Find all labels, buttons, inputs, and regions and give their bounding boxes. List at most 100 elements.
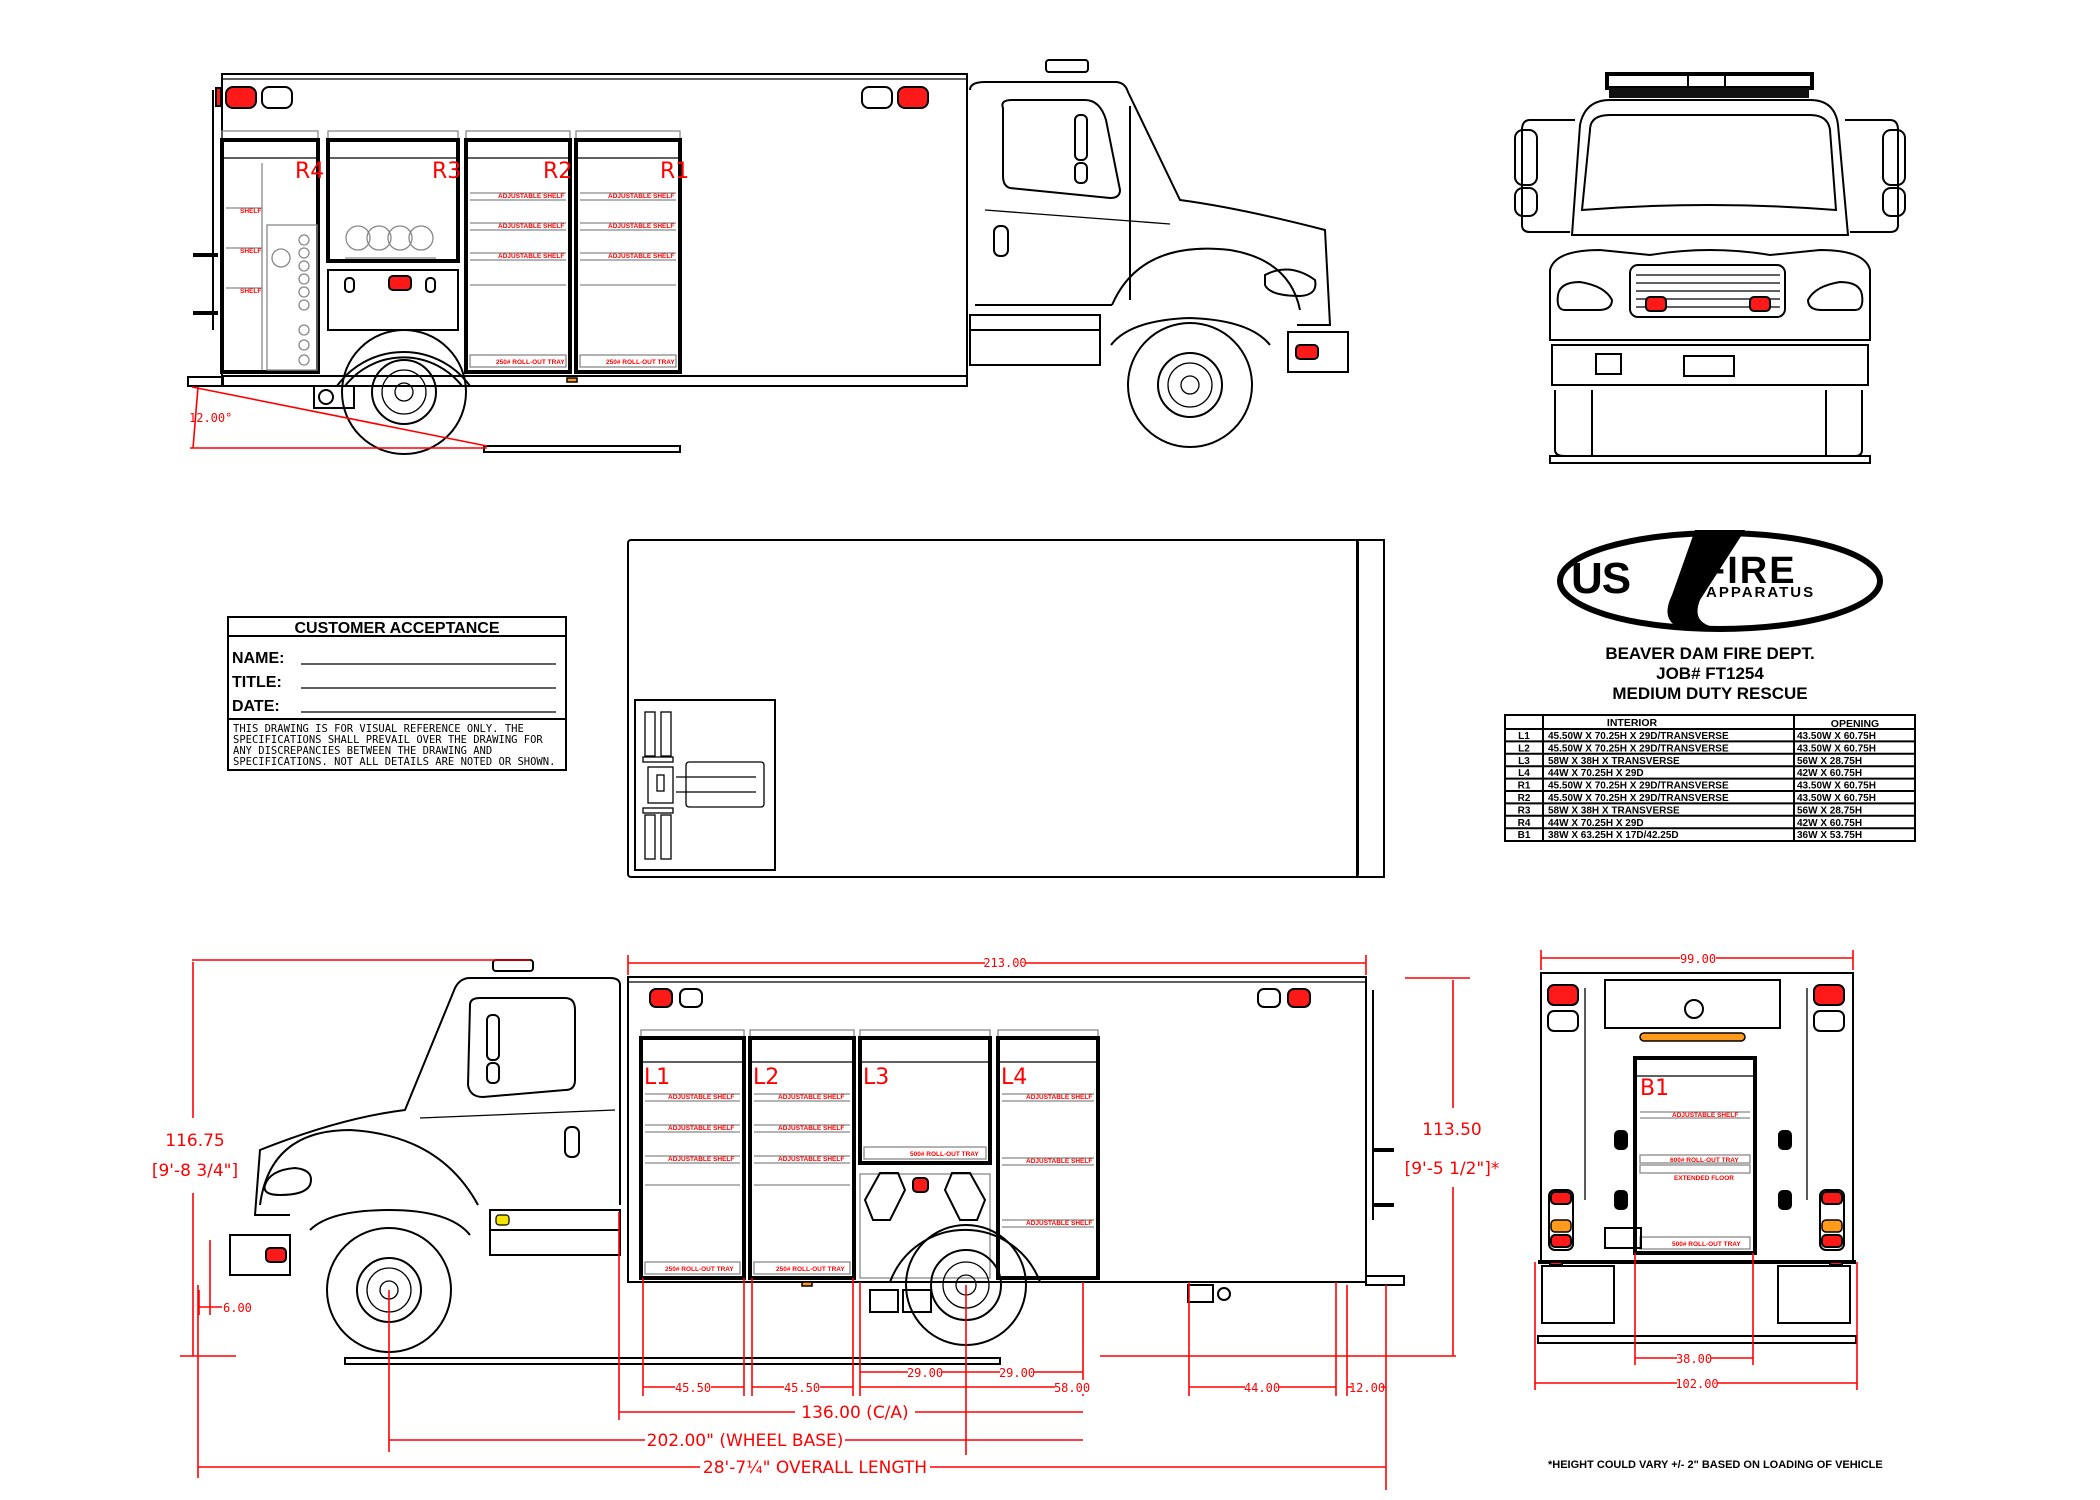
date-label: DATE: [232,698,280,715]
table-cell-id: B1 [1518,830,1531,841]
table-cell-opening: 42W X 60.75H [1797,768,1862,779]
roll-out-tray-label: 600# ROLL-OUT TRAY [1670,1157,1739,1164]
adjustable-shelf-label: ADJUSTABLE SHELF [778,1125,844,1132]
title-block: US FIRE APPARATUS BEAVER DAM FIRE DEPT. … [1504,530,1916,842]
ground-line [344,1357,1001,1365]
table-cell-opening: 43.50W X 60.75H [1797,743,1876,754]
mirror-icon [1882,187,1906,217]
apparatus-type: MEDIUM DUTY RESCUE [1612,684,1807,703]
front-view [1514,72,1906,464]
overall-length-dim: 28'-7¼" OVERALL LENGTH [703,1458,927,1478]
roll-out-tray-label: 250# ROLL-OUT TRAY [606,359,675,366]
l2-width-dim: 45.50 [784,1381,820,1395]
compartment-l3: 500# ROLL-OUT TRAY L3 [858,1029,992,1279]
left-side-view: ADJUSTABLE SHELF ADJUSTABLE SHELF ADJUST… [152,955,1500,1490]
adjustable-shelf-label: ADJUSTABLE SHELF [498,253,564,260]
compartment-label: R2 [543,159,572,184]
roll-out-tray-label: 500# ROLL-OUT TRAY [1672,1241,1741,1248]
adjustable-shelf-label: ADJUSTABLE SHELF [1026,1220,1092,1227]
title-label: TITLE: [232,674,282,691]
table-cell-interior: 38W X 63.25H X 17D/42.25D [1548,830,1679,841]
warning-light-icon [1813,984,1845,1006]
rear-step-dim: 12.00 [1349,1381,1385,1395]
adjustable-shelf-label: ADJUSTABLE SHELF [1026,1158,1092,1165]
table-cell-interior: 45.50W X 70.25H X 29D/TRANSVERSE [1548,793,1729,804]
l4-width-dim: 44.00 [1244,1381,1280,1395]
adjustable-shelf-label: ADJUSTABLE SHELF [608,193,674,200]
headlight-icon [1806,280,1864,311]
adjustable-shelf-label: ADJUSTABLE SHELF [498,193,564,200]
svg-text:12.00°: 12.00° [189,411,232,425]
table-cell-opening: 43.50W X 60.75H [1797,781,1876,792]
compartment-label: R4 [295,159,324,184]
compartment-l2: ADJUSTABLE SHELF ADJUSTABLE SHELF ADJUST… [748,1029,856,1280]
adjustable-shelf-label: ADJUSTABLE SHELF [1672,1112,1738,1119]
table-cell-opening: 56W X 28.75H [1797,756,1862,767]
adjustable-shelf-label: ADJUSTABLE SHELF [498,223,564,230]
compartment-r1: ADJUSTABLE SHELF ADJUSTABLE SHELF ADJUST… [574,130,689,374]
table-cell-opening: 36W X 53.75H [1797,830,1862,841]
wheel-base-dim: 202.00" (WHEEL BASE) [647,1431,844,1451]
height-footnote: *HEIGHT COULD VARY +/- 2" BASED ON LOADI… [1548,1459,1883,1471]
adjustable-shelf-label: ADJUSTABLE SHELF [778,1094,844,1101]
table-cell-id: R3 [1518,805,1531,816]
plan-view [627,539,1385,878]
headlight-icon [1556,280,1614,311]
disclaimer-line: SPECIFICATIONS. NOT ALL DETAILS ARE NOTE… [233,756,555,768]
scene-light-icon [261,86,293,109]
roll-out-tray-label: 500# ROLL-OUT TRAY [910,1151,979,1158]
table-cell-opening: 42W X 60.75H [1797,818,1862,829]
adjustable-shelf-label: ADJUSTABLE SHELF [608,223,674,230]
shelf-label: SHELF [240,288,261,295]
warning-light-icon [897,86,929,109]
body-height-ft-dim: [9'-5 1/2"]* [1405,1159,1500,1179]
table-cell-interior: 45.50W X 70.25H X 29D/TRANSVERSE [1548,743,1729,754]
table-cell-id: L1 [1518,731,1530,742]
headlight-icon [263,1166,312,1197]
wheel-half-rear-dim: 29.00 [999,1366,1035,1380]
table-cell-opening: 56W X 28.75H [1797,805,1862,816]
body-height-dim: 113.50 [1422,1120,1481,1140]
marker-light-icon [388,275,412,291]
roll-out-tray-label: 250# ROLL-OUT TRAY [496,359,565,366]
rear-body-width-dim: 99.00 [1680,952,1716,966]
customer-acceptance-title: CUSTOMER ACCEPTANCE [294,620,499,637]
table-cell-interior: 44W X 70.25H X 29D [1548,818,1644,829]
table-cell-id: R1 [1518,781,1531,792]
shelf-label: SHELF [240,208,261,215]
us-fire-apparatus-logo: US FIRE APPARATUS [1557,530,1883,632]
table-cell-id: R2 [1518,793,1531,804]
scene-light-icon [679,988,703,1008]
cab-to-axle-dim: 136.00 (C/A) [801,1403,908,1423]
warning-light-icon [225,86,257,109]
compartment-label: R1 [660,159,689,184]
door-handle-icon [564,1126,580,1158]
bumper-dim: 6.00 [223,1301,252,1315]
ground-line [483,445,681,453]
windshield [1580,114,1838,212]
compartment-label: L1 [644,1065,670,1090]
headlight-icon [1264,268,1317,298]
right-side-view: SHELF SHELF SHELF R4 R3 [187,59,1349,455]
l1-width-dim: 45.50 [675,1381,711,1395]
shelf-label: SHELF [240,248,261,255]
compartment-l4: ADJUSTABLE SHELF ADJUSTABLE SHELF ADJUST… [996,1029,1100,1280]
adjustable-shelf-label: ADJUSTABLE SHELF [668,1125,734,1132]
mirror-icon [1882,129,1906,186]
adjustable-shelf-label: ADJUSTABLE SHELF [668,1156,734,1163]
table-cell-id: L3 [1518,756,1530,767]
adjustable-shelf-label: ADJUSTABLE SHELF [608,253,674,260]
cab-left [229,959,621,1353]
overall-height-dim: 116.75 [165,1131,224,1151]
angle-of-departure-dimension: 12.00° [189,386,488,449]
beacon-light-icon [492,959,534,972]
amber-marker-icon [495,1214,510,1226]
control-panel [1604,979,1781,1029]
warning-light-icon [1645,296,1667,312]
license-plate [1604,1227,1642,1249]
adjustable-shelf-label: ADJUSTABLE SHELF [1026,1094,1092,1101]
compartment-label: L2 [753,1065,779,1090]
left-side-dimensions: 213.00 116.75 [9'-8 3/4"] 113.50 [9'-5 1… [152,955,1500,1490]
body-length-dim: 213.00 [983,956,1026,970]
table-header-opening: OPENING [1831,718,1879,730]
